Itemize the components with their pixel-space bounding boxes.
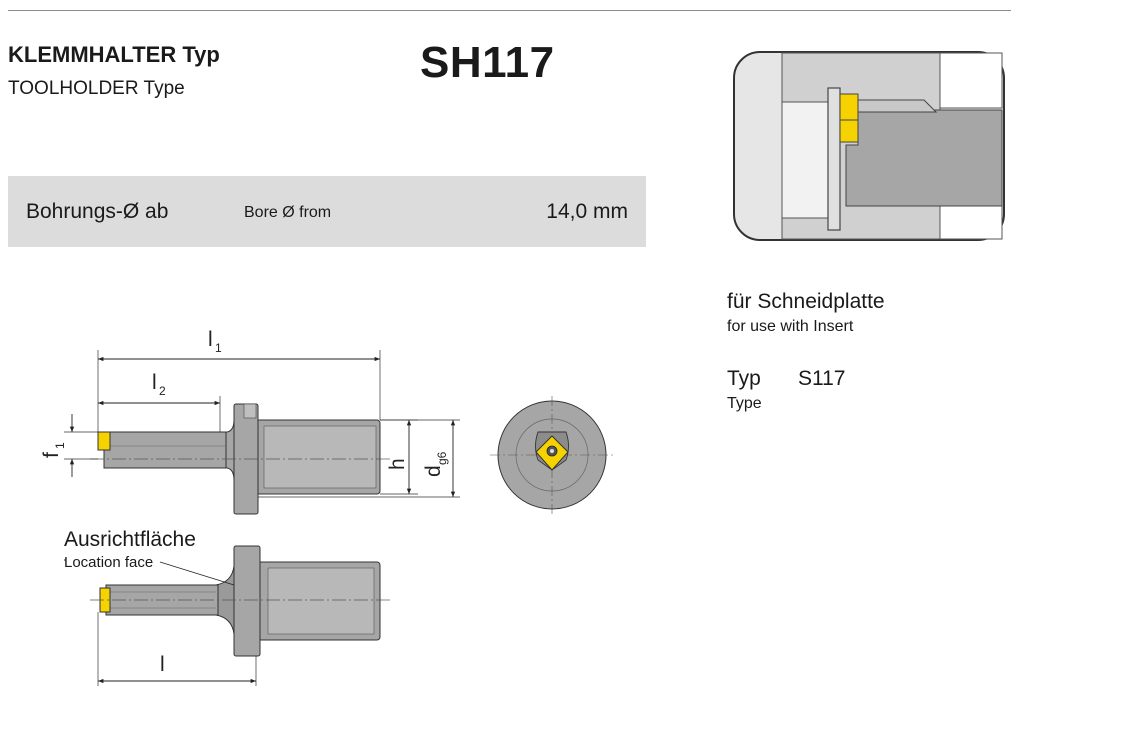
model-number: SH117 [420, 38, 555, 87]
side-view [90, 403, 392, 515]
location-face-label-english: Location face [64, 554, 154, 571]
bore-label-german: Bohrungs-Ø ab [26, 200, 169, 223]
dim-l1-label: l [208, 328, 213, 351]
dimension-labels: l 1 l 2 f 1 h d g6 [40, 328, 449, 477]
dim-l-label: l [160, 653, 165, 676]
title-german: KLEMMHALTER Typ [8, 42, 220, 67]
bottom-dimension: l [97, 612, 257, 686]
dim-d-subscript: g6 [435, 451, 449, 465]
dim-f1-subscript: 1 [53, 442, 67, 449]
dim-l2-label: l [152, 371, 157, 394]
dim-l2-subscript: 2 [159, 384, 166, 398]
detail-view [733, 51, 1005, 241]
end-view [490, 396, 614, 514]
insert-type-value: S117 [798, 367, 846, 390]
insert-label-german: für Schneidplatte [727, 290, 885, 313]
insert-type-label-german: Typ [727, 367, 761, 390]
dim-f1-label: f [40, 452, 63, 458]
dim-l1-subscript: 1 [215, 341, 222, 355]
dim-d-label: d [422, 465, 445, 477]
bore-label-english: Bore Ø from [244, 204, 332, 221]
dimension-lines [64, 350, 460, 498]
location-face-label-german: Ausrichtfläche [64, 528, 196, 551]
dim-h-label: h [386, 458, 409, 470]
title-english: TOOLHOLDER Type [8, 78, 185, 99]
insert-label-english: for use with Insert [727, 318, 854, 335]
top-rule [8, 10, 1011, 11]
insert-type-label-english: Type [727, 395, 762, 412]
bottom-view [64, 545, 392, 657]
bore-value: 14,0 mm [546, 200, 628, 223]
bore-info-bar: Bohrungs-Ø ab Bore Ø from 14,0 mm [8, 176, 646, 247]
